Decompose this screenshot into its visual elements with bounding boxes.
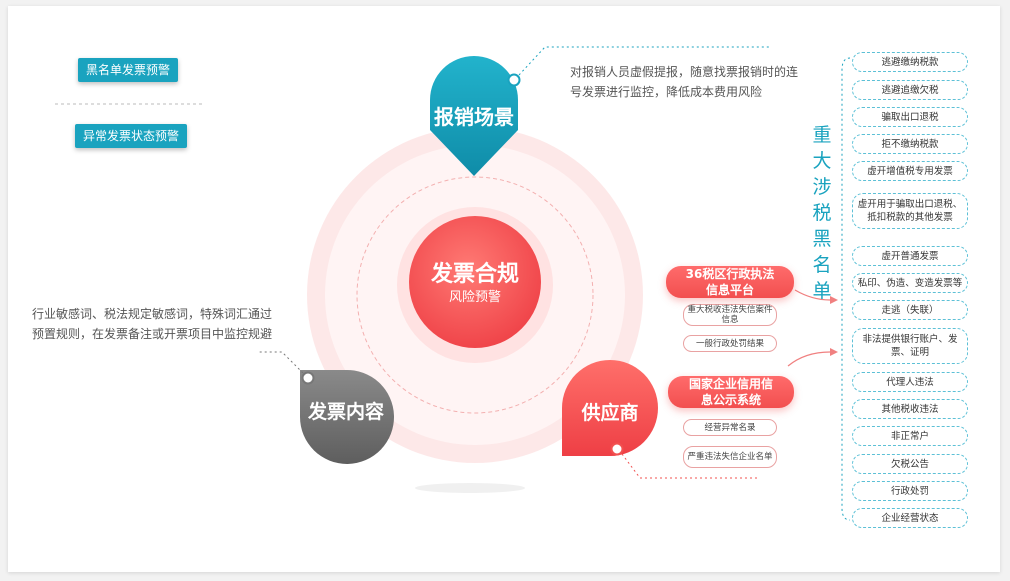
center-circle (409, 216, 541, 348)
supplier-connector (621, 453, 760, 479)
arrow-gsxt-head (830, 348, 838, 356)
blacklist-item: 虚开用于骗取出口退税、抵扣税款的其他发票 (852, 193, 968, 229)
blacklist-item: 虚开普通发票 (852, 246, 968, 266)
expense-desc-line-1: 对报销人员虚假提报，随意找票报销时的连 (570, 65, 799, 79)
supplier-node-label: 供应商 (581, 402, 639, 424)
blacklist-item: 其他税收违法 (852, 399, 968, 419)
expense-node-label: 报销场景 (434, 105, 514, 129)
arrow-platform-head (830, 296, 838, 304)
blacklist-item: 非法提供银行账户、发票、证明 (852, 328, 968, 364)
blacklist-item: 欠税公告 (852, 454, 968, 474)
arrow-platform (794, 289, 831, 301)
tax-enforcement-platform-title: 36税区行政执法信息平台 (685, 267, 775, 297)
blacklist-invoice-alert-tag[interactable]: 黑名单发票预警 (78, 58, 179, 82)
blacklist-title: 重大涉税黑名单 (812, 124, 832, 302)
blacklist-item: 逃避追缴欠税 (852, 80, 968, 100)
blacklist-item: 企业经营状态 (852, 508, 968, 528)
blacklist-item: 行政处罚 (852, 481, 968, 501)
source-item: 重大税收违法失信案件信息 (683, 304, 777, 326)
source-item: 经营异常名录 (683, 419, 777, 436)
blacklist-item: 代理人违法 (852, 372, 968, 392)
content-desc-line-2: 预置规则，在发票备注或开票项目中监控规避 (32, 327, 273, 341)
center-subtitle: 风险预警 (448, 290, 501, 305)
content-node-label: 发票内容 (307, 401, 384, 423)
blacklist-bracket (841, 57, 851, 521)
source-item: 严重违法失信企业名单 (683, 446, 777, 468)
source-item: 一般行政处罚结果 (683, 335, 777, 352)
content-drop-shape (300, 369, 394, 464)
blacklist-item: 虚开增值税专用发票 (852, 161, 968, 181)
supplier-node-dot (610, 442, 624, 456)
arrow-gsxt (787, 351, 831, 367)
expense-description: 对报销人员虚假提报，随意找票报销时的连 号发票进行监控，降低成本费用风险 (570, 62, 798, 102)
blacklist-item: 私印、伪造、变造发票等 (852, 273, 968, 293)
content-node-dot (301, 371, 315, 385)
center-shadow (415, 483, 525, 493)
expense-desc-line-2: 号发票进行监控，降低成本费用风险 (570, 85, 763, 99)
blacklist-item: 非正常户 (852, 426, 968, 446)
blacklist-item: 逃避缴纳税款 (852, 52, 968, 72)
content-desc-line-1: 行业敏感词、税法规定敏感词，特殊词汇通过 (32, 307, 273, 321)
center-title: 发票合规 (430, 262, 519, 287)
dashed-ring (356, 176, 594, 414)
abnormal-invoice-status-alert-tag[interactable]: 异常发票状态预警 (75, 124, 188, 148)
blacklist-item: 骗取出口退税 (852, 107, 968, 127)
content-description: 行业敏感词、税法规定敏感词，特殊词汇通过 预置规则，在发票备注或开票项目中监控规… (32, 304, 272, 344)
center-label: 发票合规 风险预警 (410, 262, 540, 308)
national-credit-system-title: 国家企业信用信息公示系统 (688, 377, 773, 407)
supplier-drop-shape (562, 360, 658, 456)
tax-enforcement-platform-box: 36税区行政执法信息平台 (666, 266, 794, 298)
expense-node-dot (507, 73, 521, 87)
content-connector (258, 351, 304, 374)
blacklist-item: 拒不缴纳税款 (852, 134, 968, 154)
expense-drop-shape (430, 56, 518, 176)
blacklist-item: 走逃（失联） (852, 300, 968, 320)
national-credit-system-box: 国家企业信用信息公示系统 (668, 376, 794, 408)
